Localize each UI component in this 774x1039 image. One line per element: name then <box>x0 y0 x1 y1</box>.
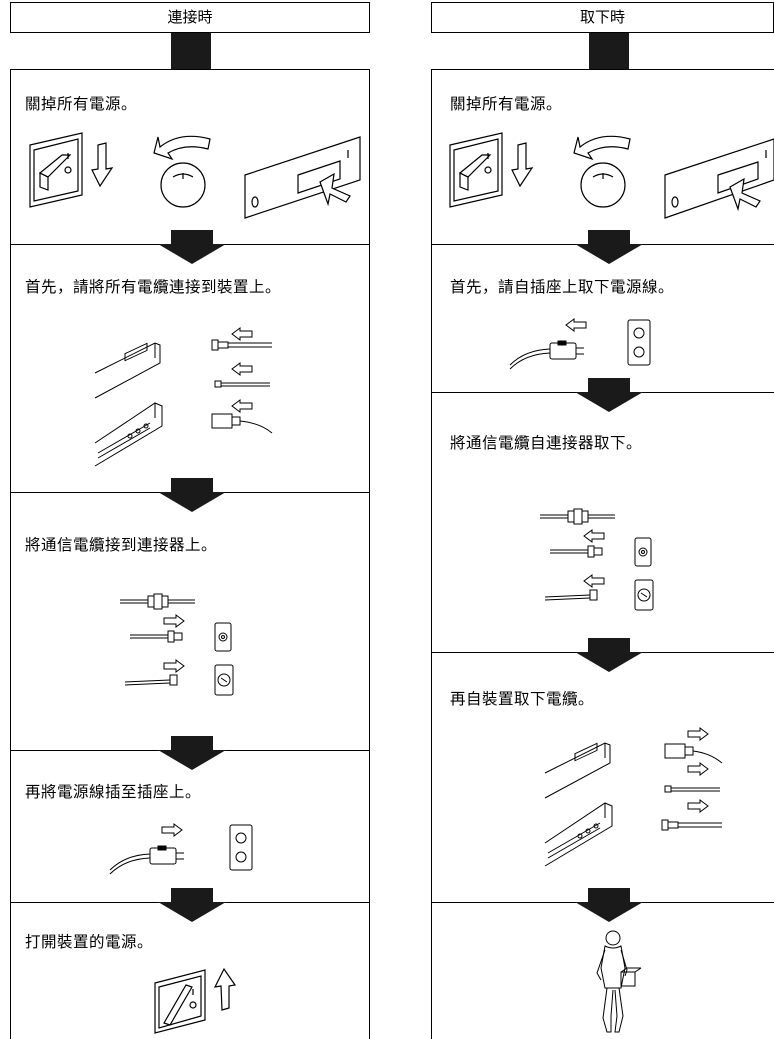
wall-outlet-icon <box>229 824 253 871</box>
step-down-arrow-icon <box>575 638 643 672</box>
arrow-left-icon <box>565 318 587 332</box>
device-unit-icon <box>544 742 613 867</box>
arrow-left-icon <box>583 529 605 588</box>
twinax-connector-icon <box>664 785 720 793</box>
cable-to-device-illustration <box>94 327 273 467</box>
cable-coupler-icon <box>120 593 195 610</box>
carried-box-icon <box>620 967 642 987</box>
wall-outlet-icon <box>627 319 651 366</box>
device-unit-icon <box>94 342 163 467</box>
left-step-3-text: 將通信電纜接到連接器上。 <box>25 536 218 554</box>
arrow-up-icon <box>213 967 237 1011</box>
rotary-knob-icon <box>153 135 211 208</box>
rotary-knob-icon <box>573 135 631 208</box>
step-down-arrow-icon <box>575 230 643 264</box>
person-icon <box>596 930 628 1033</box>
arrow-down-icon <box>91 142 114 188</box>
arrow-down-icon <box>511 142 534 188</box>
unplug-power-cord-illustration <box>509 318 651 370</box>
wall-socket-twinax-icon <box>634 579 654 611</box>
arrow-left-icon <box>231 327 253 413</box>
right-step-1-text: 關掉所有電源。 <box>450 95 563 113</box>
right-header-connector <box>589 33 629 69</box>
coax-plug-icon <box>550 545 603 558</box>
wall-socket-twinax-icon <box>214 664 234 696</box>
left-header-connector <box>171 33 211 69</box>
cable-from-device-illustration <box>544 727 723 867</box>
twinax-connector-icon <box>214 380 270 388</box>
comm-cable-connect-illustration <box>120 593 234 696</box>
slide-switch-icon <box>244 136 361 219</box>
power-plug-icon <box>664 743 723 764</box>
cable-coupler-icon <box>540 508 615 525</box>
step-down-arrow-icon <box>158 230 226 264</box>
plug-into-outlet-illustration <box>109 823 253 875</box>
right-top-divider <box>431 69 774 70</box>
step-down-arrow-icon <box>575 888 643 922</box>
step-down-arrow-icon <box>575 378 643 412</box>
power-off-switches-illustration <box>449 132 774 219</box>
coax-connector-icon <box>661 819 722 831</box>
right-step-2-text: 首先，請自插座上取下電源線。 <box>450 278 675 296</box>
step-down-arrow-icon <box>158 888 226 922</box>
rocker-switch-icon <box>29 132 83 208</box>
left-step-5-text: 打開裝置的電源。 <box>25 933 154 951</box>
twinax-plug-icon <box>544 589 598 601</box>
left-column-frame <box>10 69 370 1039</box>
arrow-right-icon <box>161 823 183 837</box>
coax-plug-icon <box>130 630 183 643</box>
step-down-arrow-icon <box>158 736 226 770</box>
comm-cable-disconnect-illustration <box>540 508 654 611</box>
power-cord-icon <box>109 845 184 875</box>
wall-socket-coax-icon <box>634 537 652 567</box>
power-on-switch-illustration <box>154 967 237 1034</box>
left-step-1-text: 關掉所有電源。 <box>25 95 138 113</box>
twinax-plug-icon <box>124 674 178 686</box>
left-step-2-text: 首先，請將所有電纜連接到裝置上。 <box>25 278 282 296</box>
rocker-switch-icon <box>154 969 206 1034</box>
step-down-arrow-icon <box>158 478 226 512</box>
arrow-right-icon <box>687 727 709 813</box>
right-step-3-text: 將通信電纜自連接器取下。 <box>450 434 643 452</box>
right-step-4-text: 再自裝置取下電纜。 <box>450 690 595 708</box>
slide-switch-icon <box>664 138 774 219</box>
power-cord-icon <box>509 340 584 370</box>
left-top-divider <box>10 69 370 70</box>
wall-socket-coax-icon <box>214 622 232 652</box>
arrow-right-icon <box>163 614 185 673</box>
person-carrying-device-illustration <box>596 930 642 1033</box>
power-off-switches-illustration <box>29 132 361 219</box>
left-column-header: 連接時 <box>10 2 370 33</box>
left-step-4-text: 再將電源線插至插座上。 <box>25 783 202 801</box>
coax-connector-icon <box>211 339 272 351</box>
rocker-switch-icon <box>449 132 503 208</box>
right-column-header: 取下時 <box>431 2 774 33</box>
right-column-frame <box>431 69 774 1039</box>
power-plug-icon <box>211 413 273 434</box>
